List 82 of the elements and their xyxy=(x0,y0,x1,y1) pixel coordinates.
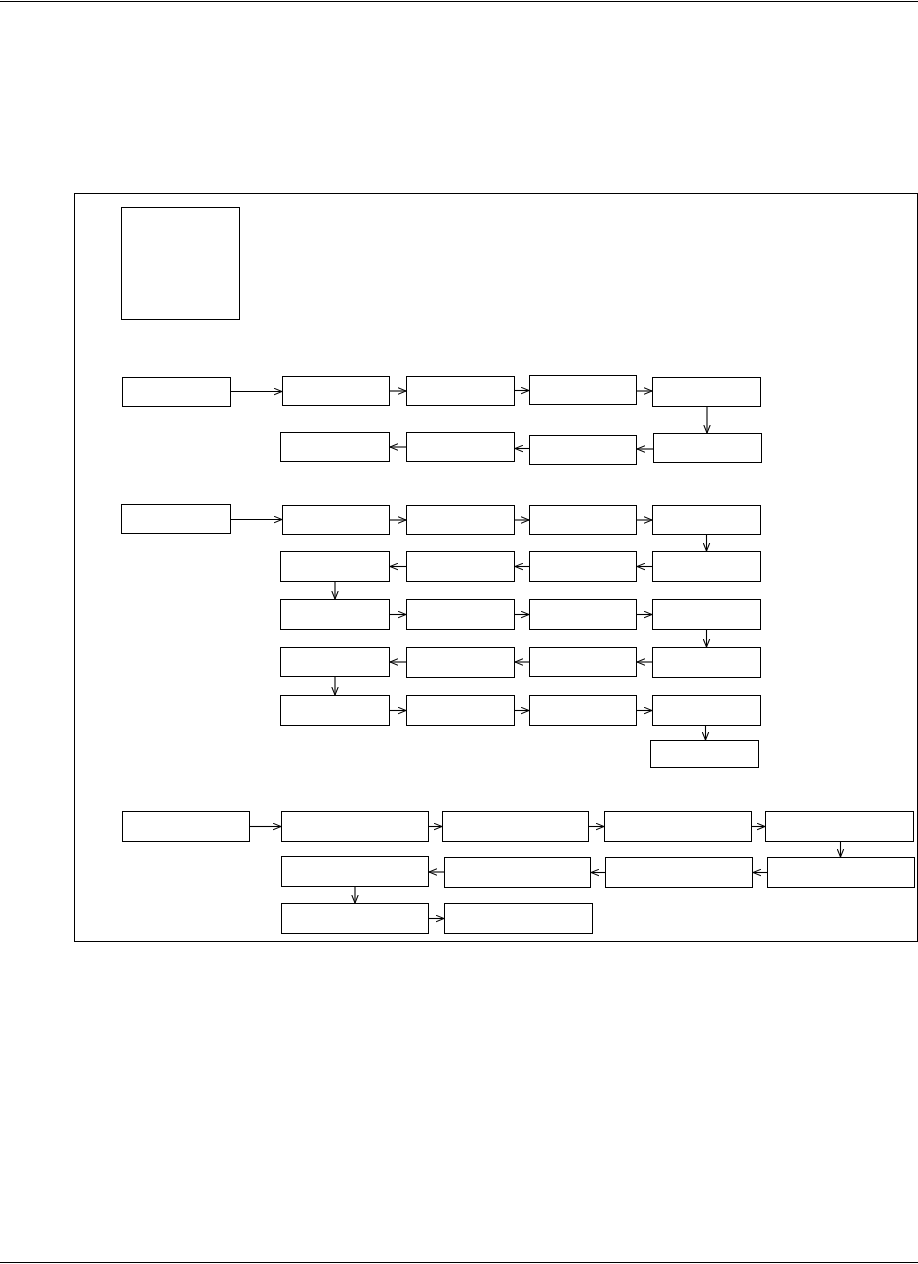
arrow xyxy=(389,443,407,451)
arrow xyxy=(590,868,606,877)
arrow xyxy=(389,516,407,524)
process-box xyxy=(652,377,761,407)
process-box xyxy=(767,857,915,888)
arrow xyxy=(514,610,530,619)
arrow xyxy=(351,886,359,904)
process-box xyxy=(529,599,637,630)
arrow xyxy=(636,387,653,395)
arrow xyxy=(636,610,653,619)
process-box xyxy=(652,647,761,678)
arrow xyxy=(389,658,407,666)
process-box xyxy=(406,551,515,582)
process-box xyxy=(280,551,390,582)
process-box xyxy=(529,505,637,535)
arrow xyxy=(514,386,530,395)
process-box xyxy=(650,740,759,768)
arrow xyxy=(836,841,845,858)
arrow xyxy=(636,562,653,571)
process-box xyxy=(281,856,429,887)
arrow xyxy=(514,562,530,571)
process-box xyxy=(406,376,515,406)
arrow xyxy=(389,706,407,715)
arrow xyxy=(702,629,711,648)
process-box xyxy=(406,432,515,462)
arrow xyxy=(249,822,282,831)
process-box xyxy=(529,435,637,465)
arrow xyxy=(636,516,653,524)
arrow xyxy=(230,515,283,524)
process-box xyxy=(406,647,515,678)
arrow xyxy=(514,706,530,715)
process-box xyxy=(281,903,429,934)
process-box xyxy=(122,377,231,407)
process-box xyxy=(280,647,390,677)
process-box xyxy=(604,811,752,842)
arrow xyxy=(428,868,445,876)
process-box xyxy=(529,695,637,726)
process-box xyxy=(280,695,390,726)
arrow xyxy=(331,581,339,600)
process-box xyxy=(442,811,589,842)
process-box xyxy=(121,504,231,534)
arrow xyxy=(703,406,711,434)
process-box xyxy=(122,811,250,842)
process-box xyxy=(406,695,515,726)
arrow xyxy=(514,516,530,524)
process-box xyxy=(280,599,390,630)
process-box xyxy=(444,857,591,888)
process-box xyxy=(765,811,914,842)
arrow xyxy=(428,822,443,831)
process-box xyxy=(652,505,761,535)
arrow xyxy=(701,725,710,741)
process-box xyxy=(406,599,515,630)
arrow xyxy=(514,444,530,453)
arrow xyxy=(230,387,283,396)
arrow xyxy=(636,658,653,666)
arrow xyxy=(636,445,654,453)
arrow xyxy=(702,534,711,552)
process-box xyxy=(605,857,753,888)
arrow xyxy=(636,706,653,715)
process-box xyxy=(653,433,762,463)
arrow xyxy=(331,676,339,696)
process-box xyxy=(406,505,515,535)
process-box xyxy=(282,376,390,406)
process-box xyxy=(282,505,390,535)
arrow xyxy=(751,822,766,831)
arrow xyxy=(752,868,768,877)
process-box xyxy=(652,551,761,582)
arrow xyxy=(514,658,530,666)
arrow xyxy=(389,387,407,395)
process-box xyxy=(529,551,637,582)
process-box xyxy=(529,647,637,677)
arrow xyxy=(588,822,605,831)
process-box xyxy=(529,375,637,405)
process-box xyxy=(121,207,240,320)
arrow xyxy=(428,914,445,923)
process-box xyxy=(652,599,761,630)
process-box xyxy=(280,432,390,462)
process-box xyxy=(281,811,429,842)
process-box xyxy=(444,903,593,934)
arrow xyxy=(389,562,407,571)
arrow xyxy=(389,610,407,619)
process-box xyxy=(652,695,761,726)
